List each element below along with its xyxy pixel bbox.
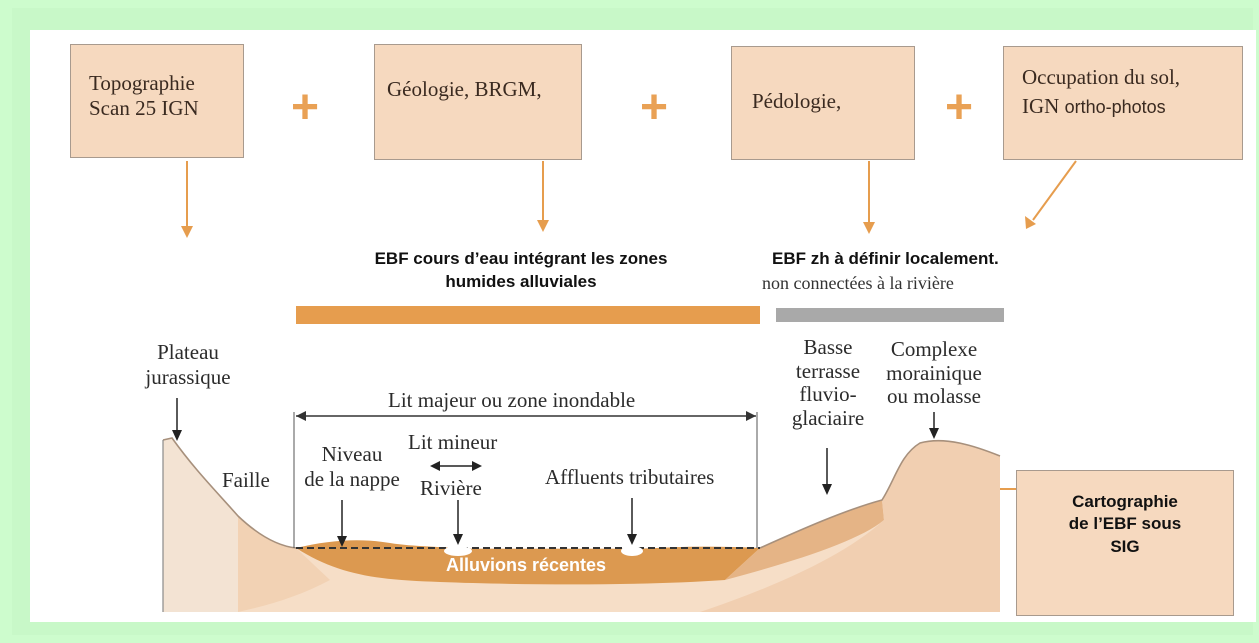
gis-mapping-line2: de l’EBF sous <box>1068 514 1182 534</box>
moraine-line3: ou molasse <box>887 384 981 409</box>
low-terrace-line2: terrasse <box>795 358 861 383</box>
ebf-wetland-line1: EBF zh à définir localement. <box>772 249 999 268</box>
topography-line2: Scan 25 IGN <box>89 96 199 120</box>
ebf-watercourse-line2: humides alluviales <box>445 271 597 291</box>
ebf-watercourse-label: EBF cours d’eau intégrant les zones humi… <box>318 248 724 294</box>
ebf-wetland-label: EBF zh à définir localement. non connect… <box>762 248 1052 295</box>
pedology-line1: Pédologie, <box>752 89 842 113</box>
plateau-line2: jurassique <box>145 364 231 389</box>
low-terrace-line1: Basse <box>803 335 853 359</box>
gis-mapping-box: Cartographie de l’EBF sous SIG <box>1016 470 1234 616</box>
geology-box: Géologie, BRGM, <box>374 44 582 160</box>
plateau-label: Plateau jurassique <box>130 340 246 390</box>
low-terrace-line4: glaciaire <box>791 406 865 431</box>
water-table-label: Niveau de la nappe <box>290 442 414 492</box>
moraine-line1: Complexe <box>890 337 978 361</box>
topography-line1: Topographie <box>89 71 195 95</box>
geology-line1: Géologie, BRGM, <box>387 77 542 101</box>
topography-box: Topographie Scan 25 IGN <box>70 44 244 158</box>
moraine-line2: morainique <box>886 360 982 385</box>
moraine-label: Complexe morainique ou molasse <box>872 337 996 409</box>
low-terrace-line3: fluvio- <box>799 382 857 407</box>
pointer-arrows <box>172 398 939 547</box>
land-use-line1: Occupation du sol, <box>1022 65 1181 89</box>
tributary-channel <box>621 546 643 556</box>
plateau-line1: Plateau <box>157 340 219 364</box>
ebf-watercourse-line1: EBF cours d’eau intégrant les zones <box>374 249 668 268</box>
gis-mapping-line1: Cartographie <box>1072 492 1178 511</box>
ebf-wetland-line2: non connectées à la rivière <box>762 272 954 293</box>
land-use-ign: IGN <box>1022 94 1060 118</box>
alluvium-label: Alluvions récentes <box>446 555 607 575</box>
water-table-line1: Niveau <box>321 442 383 466</box>
minor-bed-label: Lit mineur <box>408 430 498 454</box>
low-terrace-label: Basse terrasse fluvio- glaciaire <box>778 335 878 431</box>
plus-icon: + <box>291 81 320 134</box>
plus-icon: + <box>640 81 669 134</box>
river-label: Rivière <box>420 476 482 500</box>
floodplain-label: Lit majeur ou zone inondable <box>388 388 636 412</box>
source-arrows <box>181 160 1077 238</box>
land-use-line2: IGN ortho-photos <box>1022 94 1242 119</box>
ebf-watercourse-band <box>296 306 760 324</box>
river-channel <box>444 546 472 556</box>
tributaries-label: Affluents tributaires <box>545 465 715 489</box>
plus-icon: + <box>945 81 974 134</box>
ebf-wetland-band <box>776 308 1004 322</box>
land-use-orthophotos: ortho-photos <box>1064 97 1166 117</box>
gis-mapping-line3: SIG <box>1110 536 1140 556</box>
fault-label: Faille <box>222 468 270 492</box>
land-use-box: Occupation du sol, IGN ortho-photos <box>1003 46 1243 160</box>
terrain-profile <box>162 437 1001 612</box>
water-table-line2: de la nappe <box>304 466 400 491</box>
pedology-box: Pédologie, <box>731 46 915 160</box>
floodplain-extent <box>293 411 758 548</box>
